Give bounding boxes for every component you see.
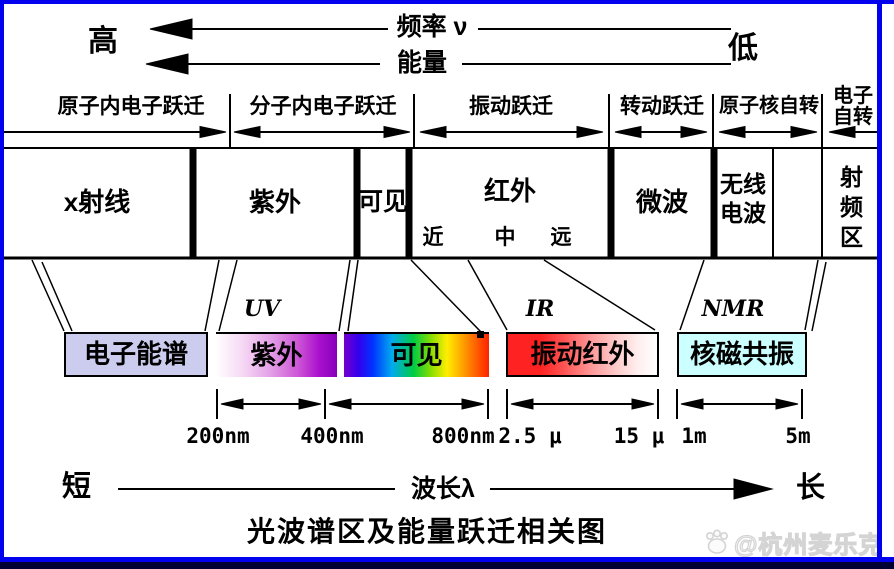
nmr-tag: NMR	[701, 296, 765, 322]
low-label: 低	[728, 32, 758, 65]
energy-label: 能量	[396, 49, 447, 77]
uv-tag: UV	[243, 296, 281, 322]
transition-vibrational: 振动跃迁	[469, 95, 553, 118]
watermark-handle: @杭州麦乐克	[733, 531, 884, 559]
wavelength-label: 波长λ	[411, 475, 475, 503]
uv-box: 紫外	[216, 332, 337, 377]
scale-2-5-micron: 2.5 μ	[498, 424, 562, 448]
transition-electron-spin: 电子自转	[833, 85, 873, 128]
scale-arrows	[216, 389, 803, 419]
nmr-box: 核磁共振	[677, 332, 807, 377]
scale-400nm: 400nm	[300, 424, 364, 448]
scale-15-micron: 15 μ	[613, 424, 665, 448]
long-label: 长	[796, 472, 826, 504]
frame-border-right	[877, 4, 882, 557]
scale-1m: 1m	[681, 424, 707, 448]
scale-5m: 5m	[785, 424, 811, 448]
transition-molecular-electron: 分子内电子跃迁	[249, 95, 397, 118]
transition-atomic-electron: 原子内电子跃迁	[57, 95, 205, 118]
short-label: 短	[62, 471, 92, 503]
transition-rotational: 转动跃迁	[620, 95, 704, 118]
page-title: 光波谱区及能量跃迁相关图	[246, 516, 607, 547]
band-ir-near: 近	[422, 226, 444, 249]
electron-spectrum-box: 电子能谱	[64, 332, 208, 377]
scale-200nm: 200nm	[186, 424, 250, 448]
band-ir-far: 远	[550, 226, 572, 249]
band-ir-mid: 中	[494, 226, 516, 249]
paw-icon	[706, 529, 728, 554]
high-label: 高	[88, 25, 118, 58]
band-uv: 紫外	[248, 187, 301, 217]
frequency-label: 频率 ν	[396, 13, 468, 41]
ir-tag: IR	[525, 296, 555, 322]
bottom-dark-bar	[0, 562, 894, 569]
band-radio: 无线电波	[720, 171, 766, 226]
band-ir: 红外	[483, 176, 536, 206]
frame-border-left	[0, 0, 4, 562]
band-visible: 可见	[357, 188, 408, 216]
frame-border-top	[0, 0, 894, 4]
band-xray: x射线	[63, 187, 131, 217]
vibrational-ir-box: 振动红外	[506, 332, 659, 377]
band-microwave: 微波	[635, 187, 688, 217]
transition-nuclear-spin: 原子核自转	[719, 95, 819, 117]
visible-box: 可见	[344, 332, 489, 377]
scale-800nm: 800nm	[431, 424, 495, 448]
band-rf-region: 射频区	[840, 164, 863, 250]
frame-border-bottom	[0, 557, 894, 562]
